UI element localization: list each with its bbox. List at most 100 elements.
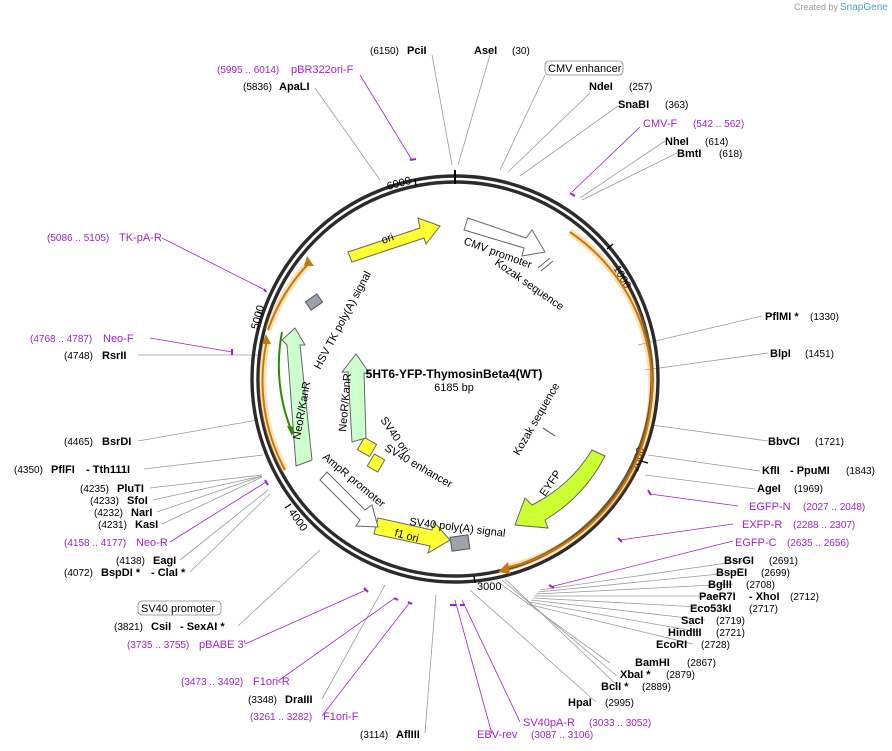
sfoi-label: SfoI [127,495,148,507]
ori-feature [347,217,441,263]
pcii-position: (6150) [370,46,399,57]
bspdi-position: (4072) [64,568,93,579]
cmv-f-position: (542 .. 562) [693,119,744,130]
ecori-position: (2728) [701,640,730,651]
cmv-promoter-feature [463,217,546,257]
orf-outer-arc-top [267,261,311,331]
tk-pa-r-position: (5086 .. 5105) [47,233,109,244]
xhoi-label: - XhoI [749,591,780,603]
sv40-promoter-label: SV40 promoter [141,603,215,615]
cmv-f-label: CMV-F [643,118,678,130]
kozak-sequence-label-2: Kozak sequence [511,381,562,457]
sv40pa-r-position: (3033 .. 3052) [589,718,651,729]
tk-pa-r-label: TK-pA-R [119,232,162,244]
hpai-label: HpaI [568,697,592,709]
agei-position: (1969) [794,484,823,495]
primer-marks [231,158,652,606]
bcli-label: BclI * [601,681,629,693]
pflfi-position: (4350) [14,465,43,476]
tth111i-label: - Tth111I [86,464,130,476]
ebv-rev-label: EBV-rev [477,729,518,741]
kasi-position: (4231) [98,520,127,531]
ppumi-label: - PpuMI [790,465,830,477]
cmv-enhancer-box [544,60,624,76]
pbr322ori-f-position: (5995 .. 6014) [217,65,279,76]
neor-kanr-outer-feature [281,327,313,467]
bsrgi-label: BsrGI [724,555,754,567]
hindiii-position: (2721) [716,628,745,639]
sexai-label: - SexAI * [180,621,225,633]
sv40pa-r-label: SV40pA-R [523,717,575,729]
hsv-tk-polya-label: HSV TK poly(A) signal [312,269,374,371]
tick-label-3000: 3000 [477,581,501,593]
asei-position: (30) [512,46,530,57]
rsrii-position: (4748) [64,351,93,362]
pbabe3-position: (3735 .. 3755) [127,640,189,651]
neo-r-label: Neo-R [136,537,168,549]
ecori-label: EcoRI [656,639,687,651]
bmti-position: (618) [719,149,742,160]
snapgene-logo-text: SnapGene [840,2,888,13]
draiii-position: (3348) [248,695,277,706]
eyfp-feature [514,449,606,529]
blpi-label: BlpI [770,348,791,360]
rsrii-label: RsrII [102,350,126,362]
xbai-position: (2879) [666,670,695,681]
csii-position: (3821) [114,622,143,633]
neo-f-label: Neo-F [103,333,134,345]
bbvci-label: BbvCI [768,436,800,448]
plasmid-length: 6185 bp [434,382,474,394]
orf-outer-arc-left [261,339,286,471]
bspdi-label: BspDI * [101,567,141,579]
eagi-position: (4138) [116,556,145,567]
pbabe3-label: pBABE 3' [199,639,246,651]
ebv-rev-position: (3087 .. 3106) [531,730,593,741]
nhei-label: NheI [665,136,689,148]
bglii-label: BglII [708,579,732,591]
eagi-label: EagI [153,555,176,567]
f1ori-r-label: F1ori-R [253,676,290,688]
ampr-promoter-feature [319,471,379,528]
saci-position: (2719) [716,616,745,627]
bglii-position: (2708) [746,580,775,591]
bsrdi-position: (4465) [64,437,93,448]
orf-outer-arc [504,231,653,569]
neor-kanr-inner-label: NeoR/KanR [337,373,354,433]
clai-label: - ClaI * [151,567,186,579]
kozak-sequence-marker-1 [537,257,551,269]
eco53ki-label: Eco53kI [690,603,732,615]
tick-label-4000: 4000 [286,507,310,534]
nhei-position: (614) [705,137,728,148]
bsrgi-position: (2691) [769,556,798,567]
afliii-label: AflIII [396,729,420,741]
f1ori-f-label: F1ori-F [323,711,359,723]
hindiii-label: HindIII [668,627,702,639]
agei-label: AgeI [757,483,781,495]
bamhi-position: (2867) [687,658,716,669]
orf-outer-arrowhead-top [304,256,314,266]
paer7i-label: PaeR7I [699,591,736,603]
pflfi-label: PflFI [51,464,75,476]
sv40-polya-feature [449,534,471,552]
csii-label: CsiI [151,621,171,633]
bmti-label: BmtI [677,148,701,160]
pcii-label: PciI [407,45,427,57]
tick-marks [256,178,649,584]
sv40-enhancer-feature [356,436,378,458]
asei-label: AseI [474,45,497,57]
watermark-prefix: Created by [794,2,839,12]
cmv-enhancer-label: CMV enhancer [548,63,622,75]
bbvci-position: (1721) [815,437,844,448]
pflmi-label: PflMI * [765,311,799,323]
kozak-sequence-marker-2 [542,427,556,437]
kasi-label: KasI [135,519,158,531]
leader-lines [137,54,769,734]
exfp-r-label: EXFP-R [742,519,782,531]
f1ori-r-position: (3473 .. 3492) [181,677,243,688]
kfli-position: (1843) [846,466,875,477]
kozak-sequence-marker-1b [540,260,554,272]
sv40-ori-feature [366,453,386,473]
snabi-label: SnaBI [618,99,649,111]
f1ori-f-position: (3261 .. 3282) [250,712,312,723]
